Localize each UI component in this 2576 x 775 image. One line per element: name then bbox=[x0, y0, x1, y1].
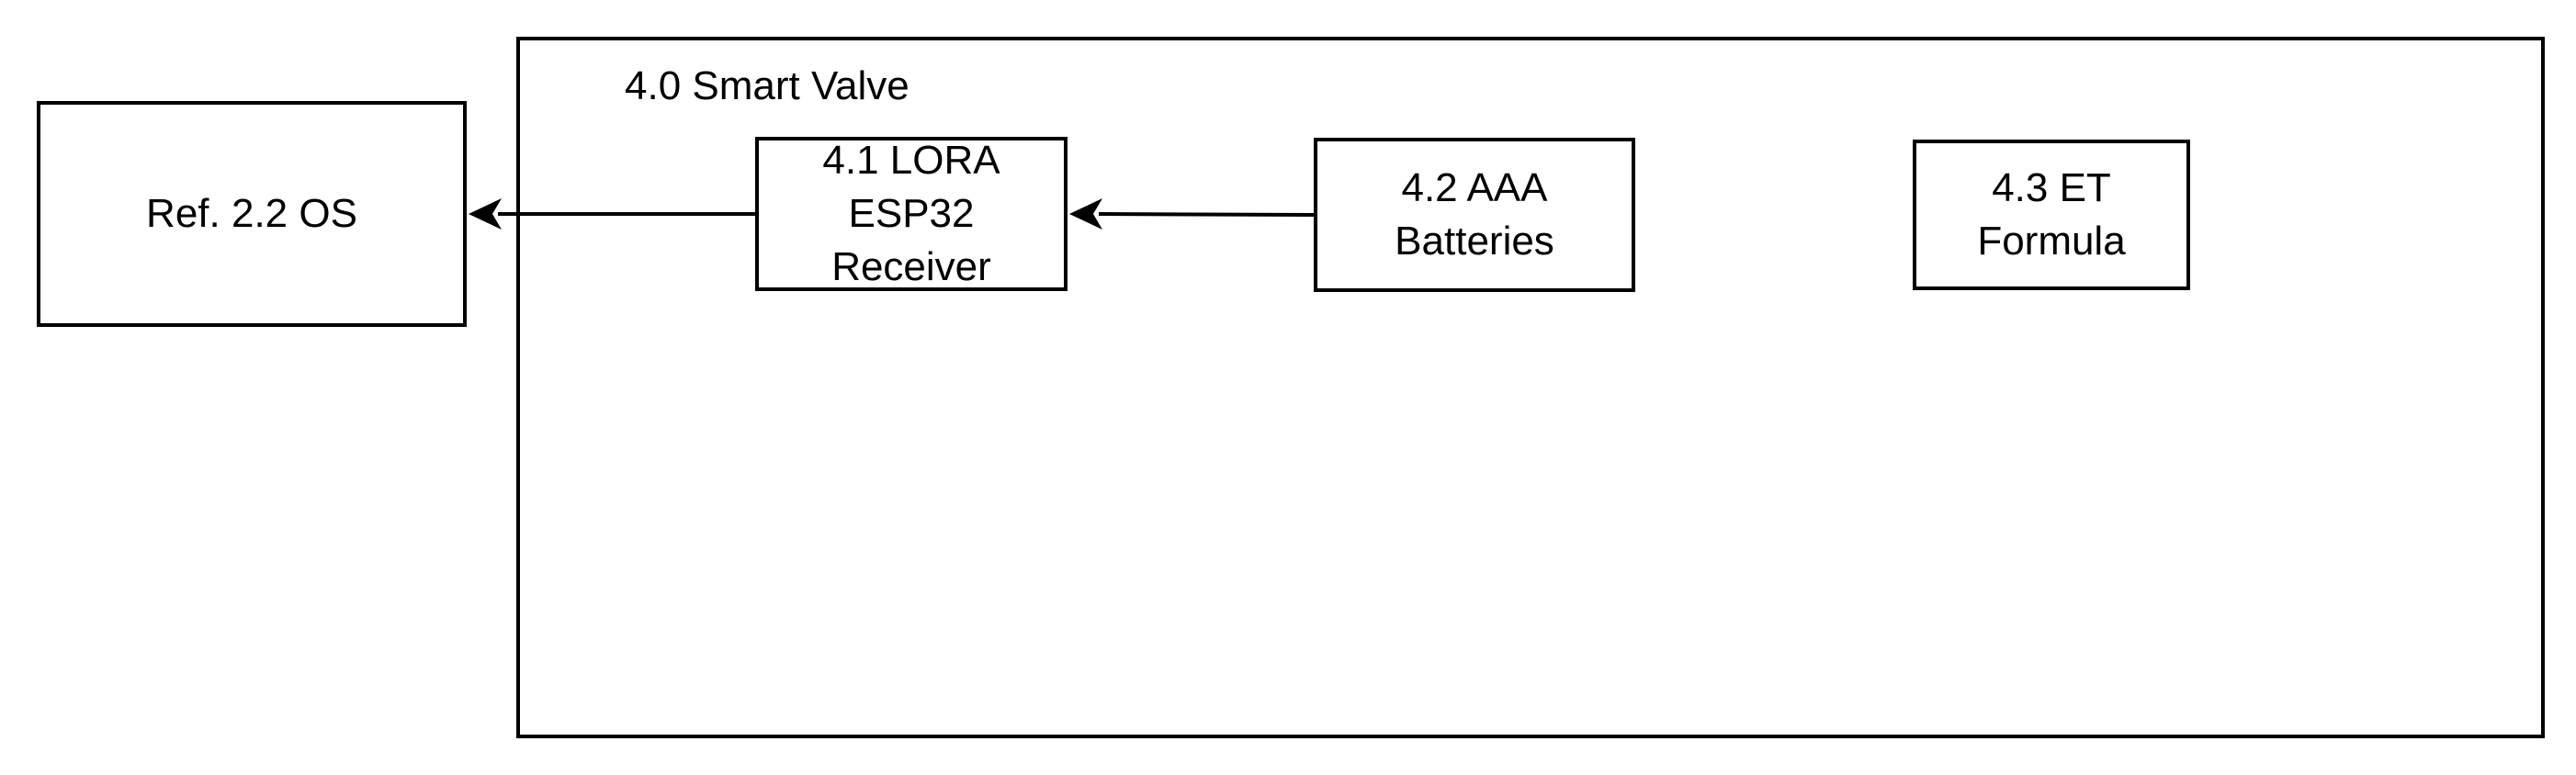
node-aaa-batteries: 4.2 AAA Batteries bbox=[1314, 138, 1635, 292]
container-title: 4.0 Smart Valve bbox=[625, 63, 910, 108]
node-lora-receiver-label: 4.1 LORA ESP32 Receiver bbox=[822, 138, 1000, 289]
smart-valve-container bbox=[516, 37, 2545, 738]
node-ref-os-label: Ref. 2.2 OS bbox=[146, 191, 357, 236]
node-et-formula-label: 4.3 ET Formula bbox=[1977, 165, 2126, 264]
node-aaa-batteries-label: 4.2 AAA Batteries bbox=[1395, 165, 1554, 264]
node-et-formula: 4.3 ET Formula bbox=[1913, 140, 2190, 290]
node-lora-receiver: 4.1 LORA ESP32 Receiver bbox=[755, 137, 1068, 291]
node-ref-os: Ref. 2.2 OS bbox=[37, 101, 467, 327]
arrowhead-icon bbox=[469, 198, 502, 230]
